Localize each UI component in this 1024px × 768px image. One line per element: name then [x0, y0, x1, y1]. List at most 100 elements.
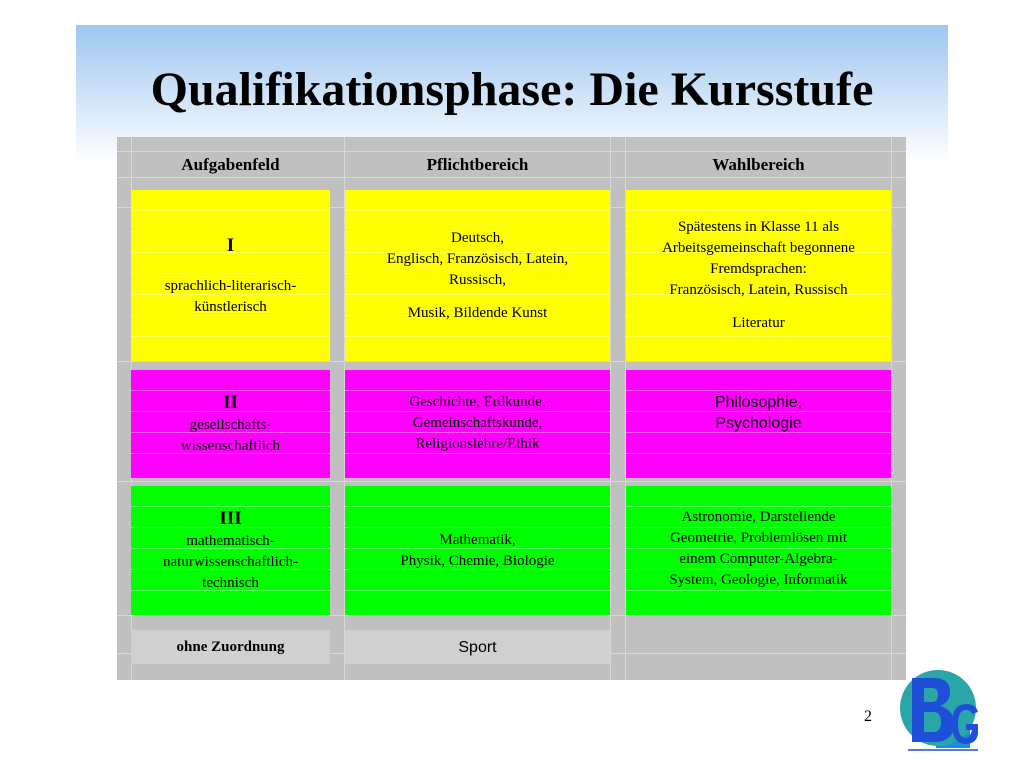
cell-rule-line — [345, 294, 610, 295]
wahl-subjects: Psychologie — [715, 415, 802, 432]
cell-rule-line — [345, 453, 610, 454]
cell-rule-line — [131, 569, 330, 570]
cell-rule-line — [131, 315, 330, 316]
header-wahlbereich: Wahlbereich — [626, 152, 891, 177]
header-pflichtbereich: Pflichtbereich — [345, 152, 610, 177]
pflicht-subjects: Religionslehre/Ethik — [415, 436, 540, 452]
wahl-cell-iii: Astronomie, Darstellende Geometrie, Prob… — [626, 486, 891, 615]
cell-rule-line — [626, 210, 891, 211]
cell-rule-line — [626, 590, 891, 591]
wahl-subjects: Astronomie, Darstellende — [681, 509, 836, 525]
cell-rule-line — [626, 548, 891, 549]
pflicht-subjects: Deutsch, — [451, 229, 504, 246]
header-aufgabenfeld: Aufgabenfeld — [131, 152, 330, 177]
cell-rule-line — [626, 252, 891, 253]
grid-line — [625, 137, 626, 680]
pflicht-cell-i: Deutsch, Englisch, Französisch, Latein, … — [345, 190, 610, 361]
cell-rule-line — [345, 210, 610, 211]
feld-label: mathematisch- — [186, 533, 275, 549]
cell-rule-line — [345, 432, 610, 433]
pflicht-subjects: Russisch, — [448, 271, 507, 288]
wahl-subjects: System, Geologie, Informatik — [669, 572, 848, 588]
cell-rule-line — [626, 411, 891, 412]
cell-rule-line — [345, 390, 610, 391]
cell-rule-line — [626, 315, 891, 316]
pflicht-cell-ii: Geschichte, Erdkunde, Gemeinschaftskunde… — [345, 370, 610, 478]
cell-rule-line — [131, 453, 330, 454]
feld-label: künstlerisch — [194, 298, 267, 315]
feld-cell-ohne: ohne Zuordnung — [131, 630, 330, 664]
header-label: Aufgabenfeld — [181, 155, 280, 174]
wahl-cell-i: Spätestens in Klasse 11 als Arbeitsgemei… — [626, 190, 891, 361]
pflicht-subjects: Englisch, Französisch, Latein, — [386, 250, 569, 267]
pflicht-subjects: Mathematik, — [439, 531, 516, 548]
wahl-subjects: Geometrie, Problemlösen mit — [669, 530, 848, 546]
cell-rule-line — [626, 569, 891, 570]
grid-line — [891, 137, 892, 680]
course-table: Aufgabenfeld Pflichtbereich Wahlbereich … — [117, 137, 906, 680]
cell-rule-line — [345, 569, 610, 570]
cell-rule-line — [345, 506, 610, 507]
feld-cell-ii: II gesellschafts- wissenschaftlich — [131, 370, 330, 478]
cell-rule-line — [131, 252, 330, 253]
grid-line — [117, 361, 906, 362]
feld-number: II — [223, 392, 238, 413]
cell-rule-line — [131, 527, 330, 528]
feld-cell-i: I sprachlich-literarisch- künstlerisch — [131, 190, 330, 361]
cell-rule-line — [131, 548, 330, 549]
wahl-subjects: Spätestens in Klasse 11 als — [677, 219, 840, 235]
cell-rule-line — [345, 548, 610, 549]
cell-rule-line — [626, 527, 891, 528]
cell-rule-line — [131, 210, 330, 211]
cell-rule-line — [626, 336, 891, 337]
cell-rule-line — [345, 315, 610, 316]
cell-rule-line — [131, 411, 330, 412]
cell-rule-line — [345, 527, 610, 528]
logo-letter-g — [952, 704, 978, 744]
grid-line — [117, 151, 906, 152]
wahl-cell-ii: Philosophie, Psychologie — [626, 370, 891, 478]
wahl-subjects: einem Computer-Algebra- — [679, 551, 838, 567]
feld-label: sprachlich-literarisch- — [164, 277, 297, 294]
school-logo — [900, 670, 978, 751]
feld-label: naturwissenschaftlich- — [163, 554, 298, 570]
cell-rule-line — [131, 590, 330, 591]
grid-line — [610, 137, 611, 680]
pflicht-cell-sport: Sport — [345, 630, 610, 664]
wahl-subjects: Fremdsprachen: — [710, 261, 807, 277]
feld-number: I — [226, 234, 235, 256]
cell-rule-line — [626, 273, 891, 274]
pflicht-subjects: Gemeinschaftskunde, — [412, 415, 543, 431]
page-number: 2 — [864, 708, 872, 725]
grid-line — [344, 137, 345, 680]
pflicht-cell-iii: Mathematik, Physik, Chemie, Biologie — [345, 486, 610, 615]
cell-rule-line — [626, 432, 891, 433]
pflicht-subjects: Sport — [458, 638, 497, 656]
header-label: Pflichtbereich — [426, 155, 529, 174]
grid-line — [117, 615, 906, 616]
wahl-subjects: Philosophie, — [714, 394, 803, 411]
slide-title: Qualifikationsphase: Die Kursstufe — [150, 63, 874, 116]
cell-rule-line — [626, 231, 891, 232]
wahl-subjects: Arbeitsgemeinschaft begonnene — [662, 240, 855, 256]
feld-label: gesellschafts- — [189, 417, 272, 433]
feld-label: technisch — [202, 575, 259, 591]
cell-rule-line — [345, 590, 610, 591]
feld-label: ohne Zuordnung — [176, 638, 285, 655]
cell-rule-line — [626, 294, 891, 295]
logo-letter-b — [912, 678, 954, 742]
grid-line — [117, 177, 906, 178]
cell-rule-line — [131, 294, 330, 295]
cell-rule-line — [131, 390, 330, 391]
cell-rule-line — [345, 273, 610, 274]
cell-rule-line — [626, 390, 891, 391]
cell-rule-line — [131, 273, 330, 274]
cell-rule-line — [626, 453, 891, 454]
wahl-subjects: Literatur — [732, 315, 785, 331]
cell-rule-line — [131, 336, 330, 337]
feld-label: wissenschaftlich — [180, 438, 281, 454]
pflicht-subjects: Physik, Chemie, Biologie — [400, 552, 555, 569]
cell-rule-line — [345, 411, 610, 412]
cell-rule-line — [131, 432, 330, 433]
grid-line — [117, 481, 906, 482]
